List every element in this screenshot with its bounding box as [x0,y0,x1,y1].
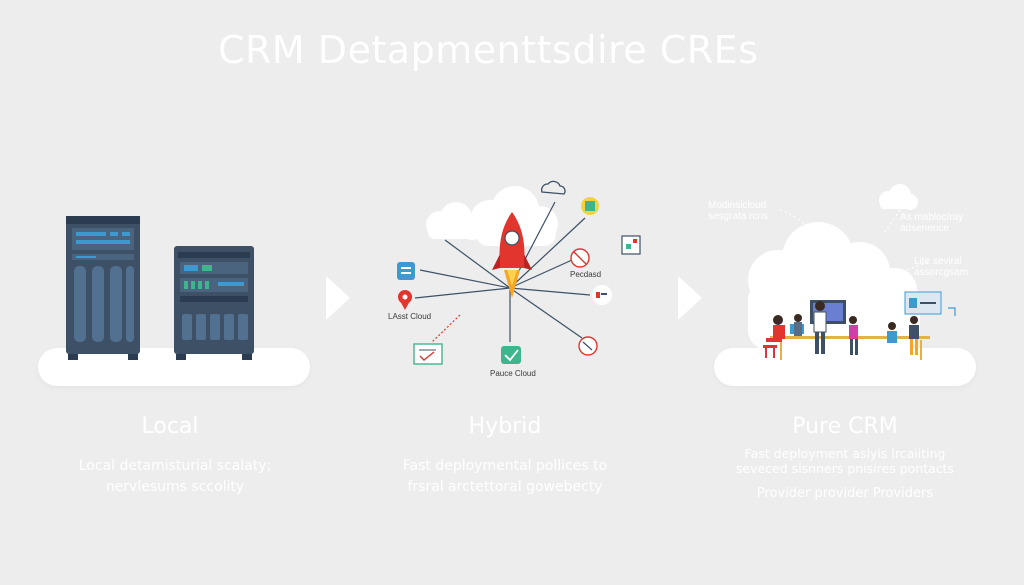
small-cloud-icon-top [879,184,918,210]
hybrid-network-illustration [397,180,641,365]
hybrid-description-line-2: frsral arctettoral gowebecty [407,479,603,495]
person-presenting-icon [813,301,827,354]
check-icon [501,346,521,364]
tool-icon [592,285,612,305]
dashboard-card-icon [904,291,956,316]
pure-cloud-label-top-right-2: adsenence [900,223,949,234]
pure-cloud-label-mid-right-1: Lite seviral [914,256,962,267]
green-grid-icon [621,235,641,255]
pure-cloud-label-mid-right-2: assorcgsam [914,267,968,278]
hybrid-description-line-1: Fast deploymental pollices to [402,458,608,474]
document-check-icon [413,343,443,365]
disconnect-icon [578,336,598,356]
node-label-left: LAsst Cloud [388,312,432,321]
node-label-right: Pecdasd [570,270,602,279]
blocked-icon [570,248,590,268]
pure-cloud-label-mid-right: Lite seviral assorcgsam [914,256,968,278]
pure-cloud-label-top-left: Modinsicloud sesgrata rcns [708,200,768,222]
pure-cloud-label-top-right-1: As mabloc/ray [900,212,964,223]
pure-heading: Pure CRM [792,414,898,439]
flow-arrow-2 [678,276,702,320]
local-heading: Local [141,414,199,439]
chair-icon [763,345,777,358]
rocket-icon [492,212,532,298]
person-pink-icon [849,316,858,355]
hybrid-cloud-icon [426,186,558,246]
local-description-line-1: Local detamisturial scalaty; [78,458,272,474]
person-standing-right-icon [909,316,919,355]
pure-description-line-1: Fast deployment aslyis lrcaiiting [744,446,946,461]
pure-cloud-label-top-right: As mabloc/ray adsenence [900,212,963,234]
blue-list-icon [397,262,415,280]
hybrid-description: Fast deploymental pollices to frsral arc… [360,456,650,498]
pure-crm-team-illustration [748,184,956,360]
pure-platform [714,348,976,386]
hybrid-heading: Hybrid [468,414,542,439]
small-cloud-icon [541,180,566,195]
person-seated-left-icon [766,315,785,342]
person-seated-right-icon [887,322,897,343]
location-pin-icon [398,290,412,310]
pure-cloud-label-top-left-2: sesgrata rcns [708,211,769,222]
pure-cloud-label-top-left-1: Modinsicloud [708,200,767,211]
page-title: CRM Detapmenttsdire CREs [218,28,759,72]
local-description-line-2: nervlesums sccolity [105,479,245,495]
local-description: Local detamisturial scalaty; nervlesums … [30,456,320,498]
tall-server-icon [66,216,140,360]
flow-arrow-1 [326,276,350,320]
person-monitor-icon [790,314,804,336]
local-platform [38,348,310,386]
pure-description: Fast deployment aslyis lrcaiiting sevece… [712,446,978,501]
pure-description-line-2: seveced sisnners pnisires pontacts [735,461,955,476]
local-servers-illustration [66,216,254,360]
rack-server-icon [174,246,254,360]
pure-description-line-3: Provider provider Providers [756,486,934,501]
node-label-bottom: Pauce Cloud [490,369,536,378]
chip-icon [581,197,599,215]
